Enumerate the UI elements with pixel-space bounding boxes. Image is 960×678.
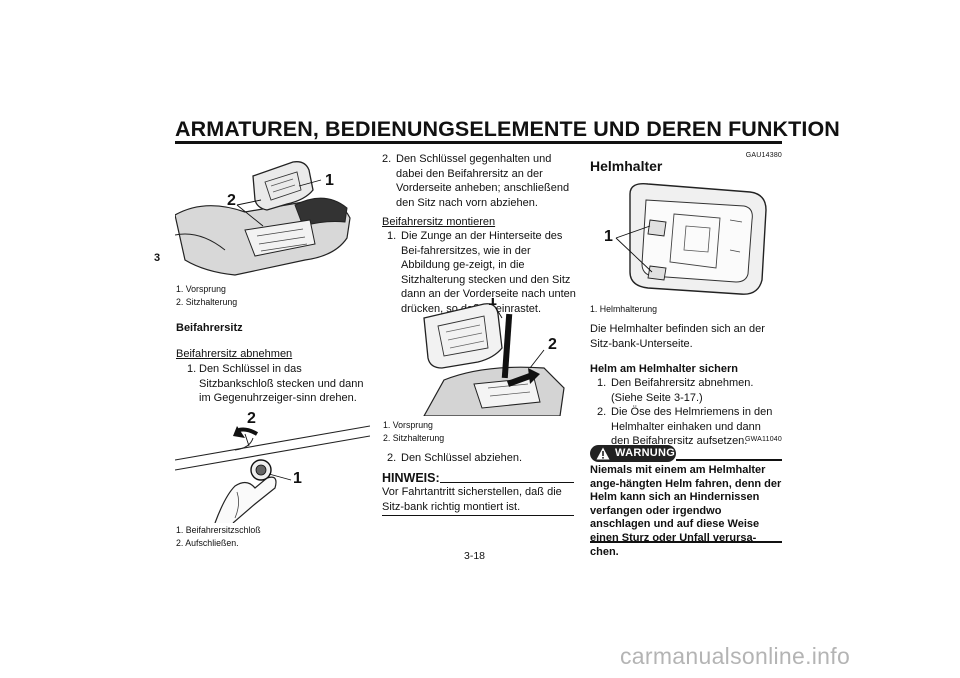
page-title: ARMATUREN, BEDIENUNGSELEMENTE UND DEREN … bbox=[175, 117, 840, 141]
helmet-holder-intro: Die Helmhalter befinden sich an der Sitz… bbox=[590, 323, 765, 350]
reference-code-2: GWA11040 bbox=[744, 436, 782, 443]
fig4-callout-1: 1 bbox=[604, 228, 613, 245]
fig1-callout-2: 2 bbox=[227, 192, 236, 209]
step-text: Den Schlüssel in das Sitzbankschloß stec… bbox=[199, 363, 364, 405]
step-item: 1. Den Beifahrersitz abnehmen. (Siehe Se… bbox=[597, 376, 782, 405]
install-steps-continued: 2. Den Schlüssel abziehen. bbox=[387, 451, 577, 466]
fig3-callout-1: 1 bbox=[488, 298, 497, 309]
title-rule bbox=[175, 141, 782, 144]
reference-code-1: GAU14380 bbox=[745, 152, 782, 159]
step-number: 2. bbox=[387, 452, 397, 464]
warning-text: Niemals mit einem am Helmhalter ange-hän… bbox=[590, 464, 782, 558]
fig1-caption-2: 2. Sitzhalterung bbox=[176, 296, 238, 307]
step-text: Den Schlüssel gegenhalten und dabei den … bbox=[396, 153, 570, 209]
helmet-steps: 1. Den Beifahrersitz abnehmen. (Siehe Se… bbox=[597, 376, 782, 449]
watermark: carmanualsonline.info bbox=[620, 643, 851, 669]
fig1-caption: 1. Vorsprung 2. Sitzhalterung bbox=[176, 283, 366, 308]
step-number: 1. bbox=[597, 377, 607, 389]
fig3-callout-2: 2 bbox=[548, 336, 557, 353]
note-bottom-rule bbox=[382, 515, 574, 516]
seat-install-illustration bbox=[423, 303, 565, 416]
step-text: Die Zunge an der Hinterseite des Bei-fah… bbox=[401, 230, 576, 315]
warning-top-rule bbox=[676, 459, 782, 461]
fig2-caption-1: 1. Beifahrersitzschloß bbox=[176, 525, 261, 535]
figure-passenger-seat-lifted: 1 2 bbox=[175, 160, 360, 280]
step-item: 2. Den Schlüssel gegenhalten und dabei d… bbox=[382, 152, 577, 210]
warning-bottom-rule bbox=[590, 541, 782, 543]
step-text: Den Beifahrersitz abnehmen. (Siehe Seite… bbox=[611, 377, 754, 404]
seat-lock-illustration bbox=[175, 425, 370, 523]
fig2-caption-2: 2. Aufschließen. bbox=[176, 537, 239, 548]
subheading-secure-helmet: Helm am Helmhalter sichern bbox=[590, 363, 738, 375]
note-text: Vor Fahrtantritt sicherstellen, daß die … bbox=[382, 486, 562, 513]
fig4-caption: 1. Helmhalterung bbox=[590, 303, 780, 316]
fig4-caption-1: 1. Helmhalterung bbox=[590, 304, 657, 314]
step-number: 1. bbox=[187, 363, 197, 375]
figure-helmet-holder: 1 bbox=[590, 180, 782, 300]
step-item: 2. Die Öse des Helmriemens in den Helmha… bbox=[597, 405, 782, 449]
remove-steps-continued: 2. Den Schlüssel gegenhalten und dabei d… bbox=[382, 152, 577, 210]
section-heading-helmet-holder: Helmhalter bbox=[590, 158, 663, 174]
chapter-tab: 3 bbox=[153, 252, 161, 264]
warning-label: WARNUNG bbox=[615, 447, 676, 459]
page-number: 3-18 bbox=[464, 550, 486, 562]
fig2-callout-1: 1 bbox=[293, 470, 302, 487]
step-text: Die Öse des Helmriemens in den Helmhalte… bbox=[611, 406, 773, 448]
step-item: 2. Den Schlüssel abziehen. bbox=[387, 451, 577, 466]
fig3-caption-2: 2. Sitzhalterung bbox=[383, 432, 445, 443]
step-text: Den Schlüssel abziehen. bbox=[401, 452, 523, 464]
fig1-callout-1: 1 bbox=[325, 172, 334, 189]
fig1-caption-1: 1. Vorsprung bbox=[176, 284, 226, 294]
figure-seat-lock: 1 2 bbox=[175, 408, 370, 523]
step-item: 1. Die Zunge an der Hinterseite des Bei-… bbox=[387, 229, 577, 317]
figure-seat-install: 1 2 bbox=[384, 298, 574, 416]
warning-badge: WARNUNG bbox=[590, 445, 676, 462]
remove-steps: 1. Den Schlüssel in das Sitzbankschloß s… bbox=[187, 362, 372, 406]
note-top-rule bbox=[440, 482, 574, 483]
step-number: 2. bbox=[597, 406, 607, 419]
section-heading-passenger-seat: Beifahrersitz bbox=[176, 322, 243, 334]
note-label: HINWEIS: bbox=[382, 471, 440, 485]
fig2-caption: 1. Beifahrersitzschloß 2. Aufschließen. bbox=[176, 524, 366, 549]
seat-lifted-illustration bbox=[175, 161, 351, 276]
step-number: 1. bbox=[387, 230, 397, 242]
helmet-holder-illustration bbox=[615, 183, 767, 295]
subheading-remove-seat: Beifahrersitz abnehmen bbox=[176, 348, 293, 360]
install-steps: 1. Die Zunge an der Hinterseite des Bei-… bbox=[387, 229, 577, 317]
fig3-caption-1: 1. Vorsprung bbox=[383, 420, 433, 430]
fig3-caption: 1. Vorsprung 2. Sitzhalterung bbox=[383, 419, 573, 444]
subheading-install-seat: Beifahrersitz montieren bbox=[382, 216, 496, 228]
warning-triangle-icon bbox=[596, 447, 610, 466]
fig2-callout-2: 2 bbox=[247, 410, 256, 427]
step-item: 1. Den Schlüssel in das Sitzbankschloß s… bbox=[187, 362, 372, 406]
step-number: 2. bbox=[382, 153, 392, 165]
